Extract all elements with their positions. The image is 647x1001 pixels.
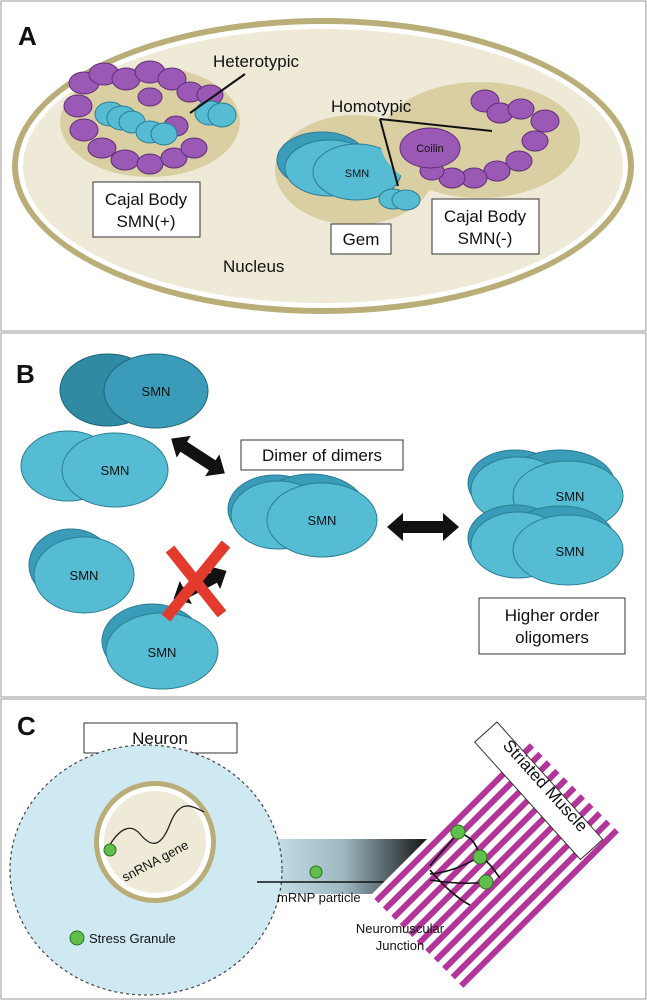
- homotypic-label: Homotypic: [331, 97, 412, 116]
- gem-box: [330, 223, 392, 255]
- neuron-nucleus: [104, 791, 206, 893]
- homotypic-pointer-gem: [379, 118, 399, 187]
- cajal-negative-line2: SMN(-): [458, 229, 513, 248]
- nmj-granule-icon: [472, 849, 488, 865]
- smn-label-lower: SMN: [148, 645, 177, 660]
- neuron-label: Neuron: [132, 729, 188, 748]
- smn-label-second: SMN: [101, 463, 130, 478]
- muscle-box: [473, 721, 604, 861]
- higher-order-line2: oligomers: [515, 628, 589, 647]
- cajal-body-smn-positive: [60, 60, 240, 177]
- higher-order-line1: Higher order: [505, 606, 600, 625]
- gem-smn-label: SMN: [345, 168, 370, 180]
- double-arrow-oligomer: [387, 513, 459, 541]
- gem-label: Gem: [343, 230, 380, 249]
- higher-order-box: [478, 597, 626, 655]
- panel-c: C Neuron snRNA gene Stress Granule mRNP …: [0, 698, 647, 1000]
- panel-b-letter: B: [16, 359, 35, 389]
- cajal-positive-line1: Cajal Body: [105, 190, 188, 209]
- stress-granule-label: Stress Granule: [89, 931, 176, 946]
- smn-dimer-lower: SMN: [101, 603, 219, 690]
- double-arrow-association: [171, 435, 225, 477]
- snrna-gene-strand: [107, 805, 205, 849]
- dimer-of-dimers-box: [240, 439, 404, 471]
- cajal-negative-line1: Cajal Body: [444, 207, 527, 226]
- heterotypic-label: Heterotypic: [213, 52, 299, 71]
- nmj-granule-icon: [450, 824, 466, 840]
- dimer-of-dimers-label: Dimer of dimers: [262, 446, 382, 465]
- smn-label-oligomer-top: SMN: [556, 489, 585, 504]
- smn-dimer-lower-left: SMN: [28, 528, 135, 614]
- cajal-positive-box: [92, 181, 201, 238]
- nmj-label-line2: Junction: [376, 938, 424, 953]
- panel-a-letter: A: [18, 21, 37, 51]
- mrnp-particle-icon: [309, 865, 323, 879]
- smn-label-center: SMN: [308, 513, 337, 528]
- stress-granule-icon: [69, 930, 85, 946]
- snrna-granule-icon: [103, 843, 117, 857]
- smn-higher-order-oligomer: SMN SMN: [467, 449, 624, 586]
- coilin-body: [399, 127, 461, 169]
- panel-c-letter: C: [17, 711, 36, 741]
- nmj-label-line1: Neuromuscular: [356, 921, 445, 936]
- panel-a: A: [0, 0, 647, 332]
- coilin-label: Coilin: [416, 143, 444, 155]
- smn-dimer-second: SMN: [20, 430, 169, 508]
- heterotypic-pointer: [189, 73, 246, 114]
- cajal-body-smn-negative: Coilin: [380, 82, 580, 198]
- homotypic-pointer-cajal: [379, 118, 493, 132]
- nmj-granule-icon: [478, 874, 494, 890]
- nucleus-label: Nucleus: [223, 257, 284, 276]
- smn-tetramer-center: SMN: [227, 473, 378, 558]
- smn-label-top: SMN: [142, 384, 171, 399]
- smn-label-lower-left: SMN: [70, 568, 99, 583]
- inhibition-x-icon: [161, 540, 231, 622]
- cajal-positive-line2: SMN(+): [116, 212, 175, 231]
- panel-b: B SMN SMN Dimer of dimers SMN: [0, 332, 647, 698]
- mrnp-label: mRNP particle: [277, 890, 361, 905]
- cajal-negative-box: [431, 198, 540, 255]
- smn-label-oligomer-bottom: SMN: [556, 544, 585, 559]
- smn-dimer-top: SMN: [59, 353, 209, 429]
